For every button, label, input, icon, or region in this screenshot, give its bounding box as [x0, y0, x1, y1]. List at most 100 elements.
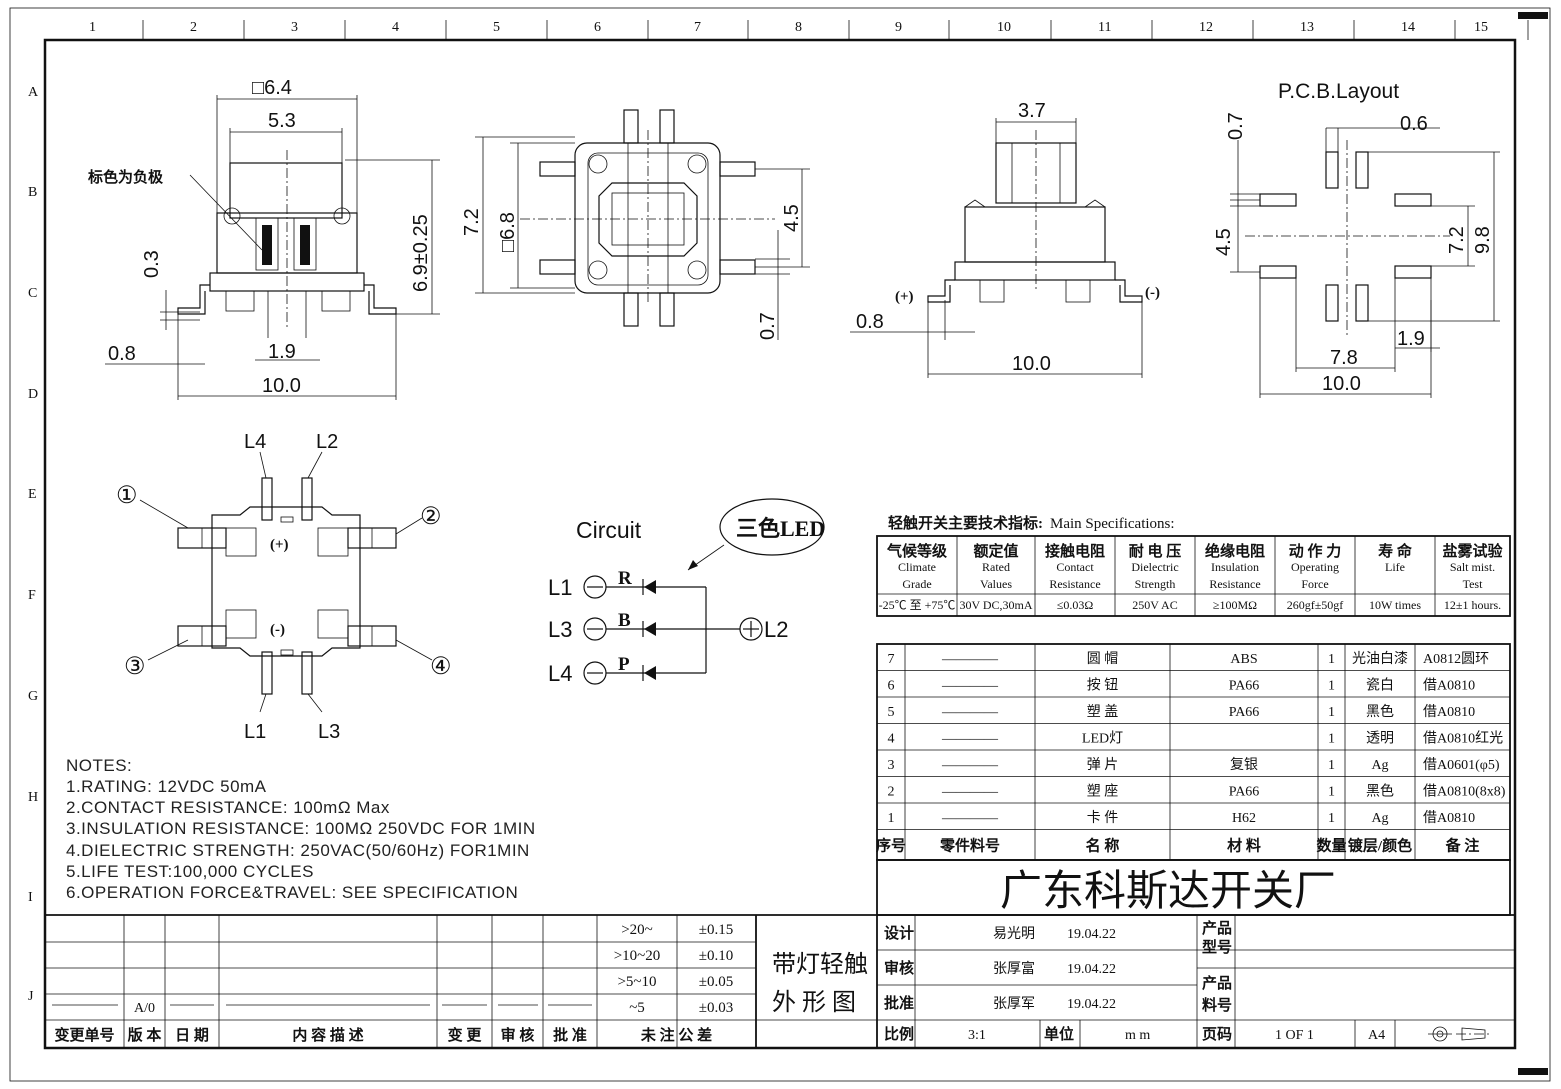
- rev-header-cell: 内 容 描 述: [292, 1026, 363, 1044]
- bottom-view: L4 L2 L1 L3 ① ② ③ ④ (+) (-): [116, 431, 452, 743]
- bom-cell-material: H62: [1232, 811, 1256, 826]
- bom-cell-remark: 借A0810红光: [1423, 731, 1503, 747]
- spec-value: ≥100MΩ: [1213, 598, 1257, 612]
- dim-square-6-8: □6.8: [497, 212, 519, 252]
- grid-row-label: C: [28, 286, 37, 301]
- bom-cell-remark: 借A0810: [1423, 810, 1475, 826]
- bom-header-cell: 材 料: [1227, 837, 1261, 855]
- note-3: 3.INSULATION RESISTANCE: 100MΩ 250VDC FO…: [66, 819, 536, 838]
- spec-header-en: Operating: [1291, 560, 1339, 574]
- grid-column-label: 9: [895, 20, 902, 35]
- grid-row-label: E: [28, 487, 37, 502]
- spec-header-cn: 寿 命: [1378, 542, 1413, 560]
- bom-cell-remark: 借A0601(φ5): [1423, 757, 1500, 773]
- bom-cell-part: ————: [941, 652, 999, 667]
- spec-header-en: Climate: [898, 560, 936, 574]
- grid-row-label: F: [28, 588, 36, 603]
- grid-row-label: J: [28, 989, 34, 1004]
- approver: 张厚军: [993, 996, 1035, 1012]
- spec-header-cn: 耐 电 压: [1129, 542, 1182, 560]
- spec-header-en: Contact: [1056, 560, 1094, 574]
- specs-title-en: Main Specifications:: [1050, 516, 1175, 532]
- tolerance-title: 未 注 公 差: [640, 1026, 712, 1044]
- note-5: 5.LIFE TEST:100,000 CYCLES: [66, 862, 314, 881]
- grid-row-label: B: [28, 185, 37, 200]
- dim-pcb-9-8: 9.8: [1472, 226, 1494, 254]
- grid-column-label: 14: [1401, 20, 1415, 35]
- grid-column-label: 3: [291, 20, 298, 35]
- tolerance-range: >10~20: [614, 948, 661, 964]
- design-date: 19.04.22: [1067, 927, 1116, 942]
- grid-column-label: 2: [190, 20, 197, 35]
- grid-column-label: 13: [1300, 20, 1314, 35]
- specs-table: 轻触开关主要技术指标: Main Specifications: 气候等级Cli…: [876, 514, 1511, 617]
- minus-terminal: (-): [1145, 285, 1160, 301]
- spec-header-en: Resistance: [1209, 577, 1260, 591]
- dim-6-9: 6.9±0.25: [410, 214, 432, 292]
- dim-pcb-1-9: 1.9: [1397, 328, 1425, 350]
- bom-cell-remark: 借A0810: [1423, 678, 1475, 694]
- tolerance-value: ±0.15: [699, 922, 733, 938]
- bom-cell-no: 7: [888, 652, 895, 667]
- circuit-pin-l3: L3: [548, 617, 572, 642]
- bom-cell-part: ————: [941, 679, 999, 694]
- spec-header-en: Force: [1301, 577, 1328, 591]
- spec-header-en: Grade: [902, 577, 931, 591]
- projection-symbol-icon: [1428, 1026, 1492, 1042]
- spec-header-cn: 额定值: [973, 542, 1018, 560]
- dim-1-9: 1.9: [268, 341, 296, 363]
- spec-value: 10W times: [1369, 598, 1421, 612]
- unit-label: 单位: [1044, 1025, 1074, 1043]
- pin-label-l4: L4: [244, 431, 266, 453]
- part-label-1: 产品: [1202, 974, 1232, 992]
- spec-header-cn: 盐雾试验: [1442, 542, 1503, 560]
- grid-row-label: H: [28, 790, 38, 805]
- scale-value: 3:1: [968, 1028, 986, 1043]
- front-view: □6.4 5.3 6.9±0.25 0.3 0.8 1.9 10.0 标色为负极: [87, 77, 440, 400]
- led-red: R: [618, 568, 632, 589]
- tolerance-range: >20~: [621, 922, 653, 938]
- side-view: 3.7 0.8 10.0 (+) (-): [850, 100, 1160, 378]
- pin-label-l2: L2: [316, 431, 338, 453]
- bom-cell-name: 塑 盖: [1087, 704, 1119, 720]
- bom-cell-no: 3: [888, 758, 895, 773]
- dim-5-3: 5.3: [268, 110, 296, 132]
- bom-cell-finish: 透明: [1366, 731, 1394, 747]
- specs-title: 轻触开关主要技术指标:: [888, 514, 1043, 532]
- note-4: 4.DIELECTRIC STRENGTH: 250VAC(50/60Hz) F…: [66, 841, 530, 860]
- tolerance-range: >5~10: [617, 974, 656, 990]
- top-view: 7.2 □6.8 4.5 0.7: [461, 109, 810, 340]
- pad-1-label: ①: [116, 482, 138, 509]
- pad-4-label: ④: [430, 653, 452, 680]
- scale-label: 比例: [884, 1025, 914, 1043]
- dim-10-0: 10.0: [262, 375, 301, 397]
- dim-0-8-side: 0.8: [856, 311, 884, 333]
- bom-cell-qty: 1: [1328, 705, 1335, 720]
- model-label-2: 型号: [1202, 938, 1232, 956]
- bom-cell-name: 弹 片: [1087, 757, 1119, 773]
- title-block: 变更单号版 本日 期内 容 描 述变 更审 核批 准未 注 公 差>20~±0.…: [45, 914, 1515, 1048]
- rev-header-cell: 批 准: [553, 1026, 587, 1044]
- notes: NOTES: 1.RATING: 12VDC 50mA 2.CONTACT RE…: [66, 756, 536, 902]
- unit-value: m m: [1125, 1028, 1150, 1043]
- bom-cell-finish: 黑色: [1366, 703, 1394, 720]
- grid-row-label: I: [28, 890, 33, 905]
- bom-cell-part: ————: [941, 785, 999, 800]
- led-blue: B: [618, 610, 631, 631]
- spec-header-en: Rated: [982, 560, 1010, 574]
- approve-date: 19.04.22: [1067, 997, 1116, 1012]
- circuit: Circuit 三色LED L1 L3 L4 L2 R B P: [548, 498, 825, 686]
- led-label: 三色LED: [736, 516, 825, 541]
- plus-terminal: (+): [895, 289, 914, 305]
- bom-cell-material: PA66: [1229, 785, 1260, 800]
- sheet-size: A4: [1368, 1028, 1385, 1043]
- rev-header-cell: 日 期: [175, 1026, 209, 1044]
- pcb-layout: P.C.B.Layout 0.7 0.6 4.: [1213, 80, 1500, 398]
- bom-cell-name: 圆 帽: [1087, 651, 1119, 667]
- circuit-pin-l4: L4: [548, 661, 572, 686]
- grid-column-label: 6: [594, 20, 601, 35]
- bom-header-cell: 零件料号: [939, 837, 1000, 855]
- led-purple: P: [618, 654, 630, 675]
- spec-header-en: Insulation: [1211, 560, 1259, 574]
